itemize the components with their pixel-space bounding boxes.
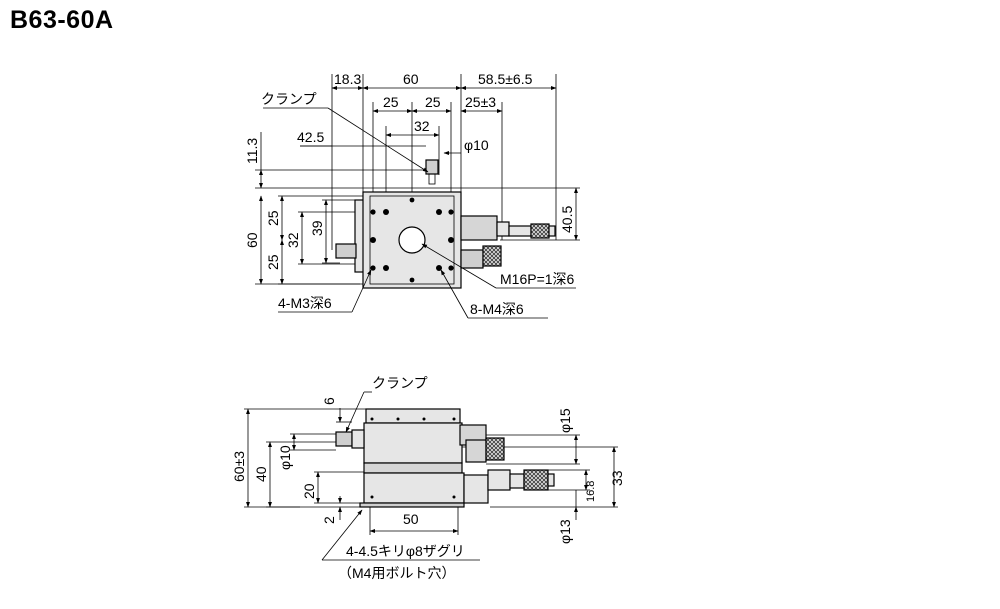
dim-phi13: φ13: [557, 519, 573, 544]
label-clamp-side: クランプ: [372, 375, 428, 391]
label-m4: 8-M4深6: [470, 301, 524, 317]
label-bolt-hole: 4-4.5キリφ8ザグリ: [346, 543, 465, 559]
dim-32-top: 32: [414, 118, 430, 134]
dim-33: 33: [609, 470, 625, 486]
dim-6: 6: [321, 397, 337, 405]
dim-25-a: 25: [383, 94, 399, 110]
top-dimension-text: 18.3 60 58.5±6.5 25 25 25±3 32 42.5 φ10 …: [244, 71, 575, 270]
dim-phi10-top: φ10: [464, 137, 489, 153]
model-title: B63-60A: [10, 6, 114, 34]
top-extension-lines: [255, 74, 580, 285]
label-bolt-note: （M4用ボルト穴）: [338, 565, 455, 581]
dim-58-5: 58.5±6.5: [478, 71, 533, 87]
dim-25pm3: 25±3: [465, 94, 496, 110]
top-stage-body: [335, 159, 556, 289]
dim-16-8: 16.8: [585, 481, 597, 502]
dim-39: 39: [309, 220, 325, 236]
side-dimension-text: 6 60±3 40 φ10 20 2 50 φ15 φ13 16.8 33: [231, 397, 625, 544]
label-m3: 4-M3深6: [278, 295, 332, 311]
dim-50: 50: [403, 511, 419, 527]
top-leader-lines: [263, 107, 576, 319]
side-stage-body: [335, 408, 555, 508]
dim-40: 40: [253, 466, 269, 482]
top-callouts: クランプ M16P=1深6 4-M3深6 8-M4深6: [261, 91, 575, 317]
dim-25-b: 25: [425, 94, 441, 110]
dim-2: 2: [321, 516, 337, 524]
top-view: 18.3 60 58.5±6.5 25 25 25±3 32 42.5 φ10 …: [244, 71, 580, 319]
dim-60-left: 60: [244, 232, 260, 248]
dim-25-left-b: 25: [265, 254, 281, 270]
m4-holes: [370, 197, 454, 283]
dim-phi15: φ15: [557, 408, 573, 433]
side-callouts: クランプ 4-4.5キリφ8ザグリ （M4用ボルト穴）: [338, 375, 465, 581]
label-m16: M16P=1深6: [500, 271, 575, 287]
dim-60-top: 60: [403, 71, 419, 87]
dim-42-5: 42.5: [297, 129, 324, 145]
dim-20: 20: [301, 483, 317, 499]
side-view: 6 60±3 40 φ10 20 2 50 φ15 φ13 16.8 33 クラ…: [231, 375, 625, 581]
label-clamp-top: クランプ: [261, 91, 317, 107]
m3-holes: [370, 209, 454, 271]
dim-32-left: 32: [285, 232, 301, 248]
dim-11-3: 11.3: [244, 138, 260, 164]
dim-25-left-a: 25: [265, 210, 281, 226]
dim-40-5: 40.5: [559, 206, 575, 233]
dim-18-3: 18.3: [334, 71, 361, 87]
top-dimension-lines: [259, 86, 578, 285]
dim-60pm3: 60±3: [231, 451, 247, 482]
dim-phi10-side: φ10: [277, 445, 293, 470]
side-leader-lines: [321, 391, 480, 561]
